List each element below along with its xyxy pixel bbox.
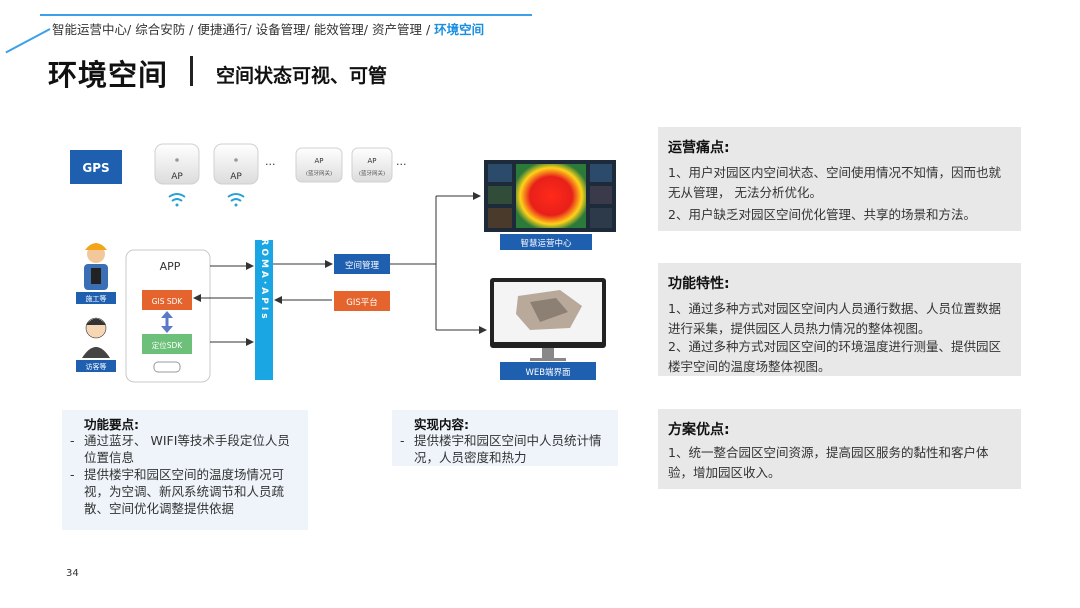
ap-label: AP <box>314 157 323 165</box>
pain-point-item: 1、用户对园区内空间状态、空间使用情况不知情，因而也就无从管理， 无法分析优化。 <box>668 165 1001 200</box>
ap-label: AP <box>171 172 183 182</box>
feature-item: 2、通过多种方式对园区空间的环境温度进行测量、提供园区楼宇空间的温度场整体视图。 <box>668 339 1001 374</box>
implementation-note: 实现内容: 提供楼宇和园区空间中人员统计情况，人员密度和热力 <box>392 410 618 466</box>
gps-label: GPS <box>82 161 109 175</box>
ops-center-label: 智慧运营中心 <box>520 238 572 249</box>
page-number: 34 <box>66 568 79 579</box>
ops-center-screen: 智慧运营中心 <box>484 160 616 250</box>
visitor-label: 访客等 <box>86 362 107 371</box>
location-sdk-label: 定位SDK <box>152 340 184 350</box>
gis-platform-box: GIS平台 <box>334 291 390 311</box>
advantages-panel: 方案优点: 1、统一整合园区空间资源，提高园区服务的黏性和客户体验，增加园区收入… <box>658 409 1021 489</box>
ap-label: AP <box>230 172 242 182</box>
breadcrumb-item[interactable]: 综合安防 / <box>135 22 194 37</box>
list-item: 提供楼宇和园区空间的温度场情况可视，为空调、新风系统调节和人员疏散、空间优化调整… <box>70 466 300 517</box>
gis-sdk-label: GIS SDK <box>152 297 184 306</box>
more-dots: ··· <box>396 158 407 171</box>
breadcrumb-item[interactable]: 资产管理 / <box>371 22 431 37</box>
gps-box: GPS <box>70 150 122 184</box>
ap-device-1: AP <box>154 143 200 185</box>
list-item: 通过蓝牙、 WIFI等技术手段定位人员位置信息 <box>70 432 300 466</box>
breadcrumb-current: 环境空间 <box>434 22 485 37</box>
architecture-diagram: GPS AP AP ··· AP (蓝牙网关) AP (蓝牙网关) ··· 施工… <box>70 143 616 383</box>
mobile-app-frame: APP GIS SDK 定位SDK <box>125 249 211 383</box>
page-title: 环境空间 <box>48 58 169 92</box>
features-title: 功能特性: <box>668 276 730 292</box>
wifi-icon <box>227 193 245 207</box>
space-management-box: 空间管理 <box>334 254 390 274</box>
implementation-list: 提供楼宇和园区空间中人员统计情况，人员密度和热力 <box>400 432 610 466</box>
pain-points-panel: 运营痛点: 1、用户对园区内空间状态、空间使用情况不知情，因而也就无从管理， 无… <box>658 127 1021 231</box>
breadcrumb-frame <box>40 14 532 38</box>
visitor-icon: 访客等 <box>76 317 116 372</box>
roma-label: ROMA·APIs <box>259 238 269 321</box>
advantage-item: 1、统一整合园区空间资源，提高园区服务的黏性和客户体验，增加园区收入。 <box>668 445 989 480</box>
ap-device-2: AP <box>213 143 259 185</box>
breadcrumb-top-line <box>40 14 532 16</box>
pain-points-title: 运营痛点: <box>668 140 730 156</box>
worker-icon: 施工等 <box>76 243 116 304</box>
features-panel: 功能特性: 1、通过多种方式对园区空间内人员通行数据、人员位置数据进行采集，提供… <box>658 263 1021 376</box>
function-points-list: 通过蓝牙、 WIFI等技术手段定位人员位置信息 提供楼宇和园区空间的温度场情况可… <box>70 432 300 517</box>
more-dots: ··· <box>265 158 276 171</box>
feature-item: 1、通过多种方式对园区空间内人员通行数据、人员位置数据进行采集，提供园区人员热力… <box>668 301 1001 336</box>
wifi-icon <box>168 193 186 207</box>
web-ui-label: WEB端界面 <box>525 367 571 378</box>
gis-platform-label: GIS平台 <box>346 297 378 308</box>
function-points-title: 功能要点: <box>84 417 139 432</box>
bluetooth-gateway-1: AP (蓝牙网关) <box>295 147 343 183</box>
breadcrumb-item[interactable]: 便捷通行/ <box>197 22 252 37</box>
space-management-label: 空间管理 <box>345 260 380 271</box>
implementation-title: 实现内容: <box>414 417 469 432</box>
gateway-label: (蓝牙网关) <box>359 169 385 177</box>
web-ui-monitor: WEB端界面 <box>490 278 606 380</box>
breadcrumb: 智能运营中心/ 综合安防 / 便捷通行/ 设备管理/ 能效管理/ 资产管理 / … <box>52 19 484 38</box>
ap-label: AP <box>367 157 376 165</box>
page-subtitle: 空间状态可视、可管 <box>216 65 388 87</box>
gateway-label: (蓝牙网关) <box>306 169 332 177</box>
advantages-title: 方案优点: <box>668 422 730 438</box>
breadcrumb-slant-line <box>5 28 51 54</box>
bluetooth-gateway-2: AP (蓝牙网关) <box>351 147 393 183</box>
pain-point-item: 2、用户缺乏对园区空间优化管理、共享的场景和方法。 <box>668 207 976 222</box>
roma-api-bar: ROMA·APIs <box>255 238 273 380</box>
breadcrumb-item[interactable]: 智能运营中心/ <box>52 22 132 37</box>
breadcrumb-item[interactable]: 能效管理/ <box>313 22 368 37</box>
worker-label: 施工等 <box>86 294 107 303</box>
app-label: APP <box>160 260 181 273</box>
breadcrumb-item[interactable]: 设备管理/ <box>255 22 310 37</box>
list-item: 提供楼宇和园区空间中人员统计情况，人员密度和热力 <box>400 432 610 466</box>
title-divider <box>190 56 193 86</box>
function-points-note: 功能要点: 通过蓝牙、 WIFI等技术手段定位人员位置信息 提供楼宇和园区空间的… <box>62 410 308 530</box>
